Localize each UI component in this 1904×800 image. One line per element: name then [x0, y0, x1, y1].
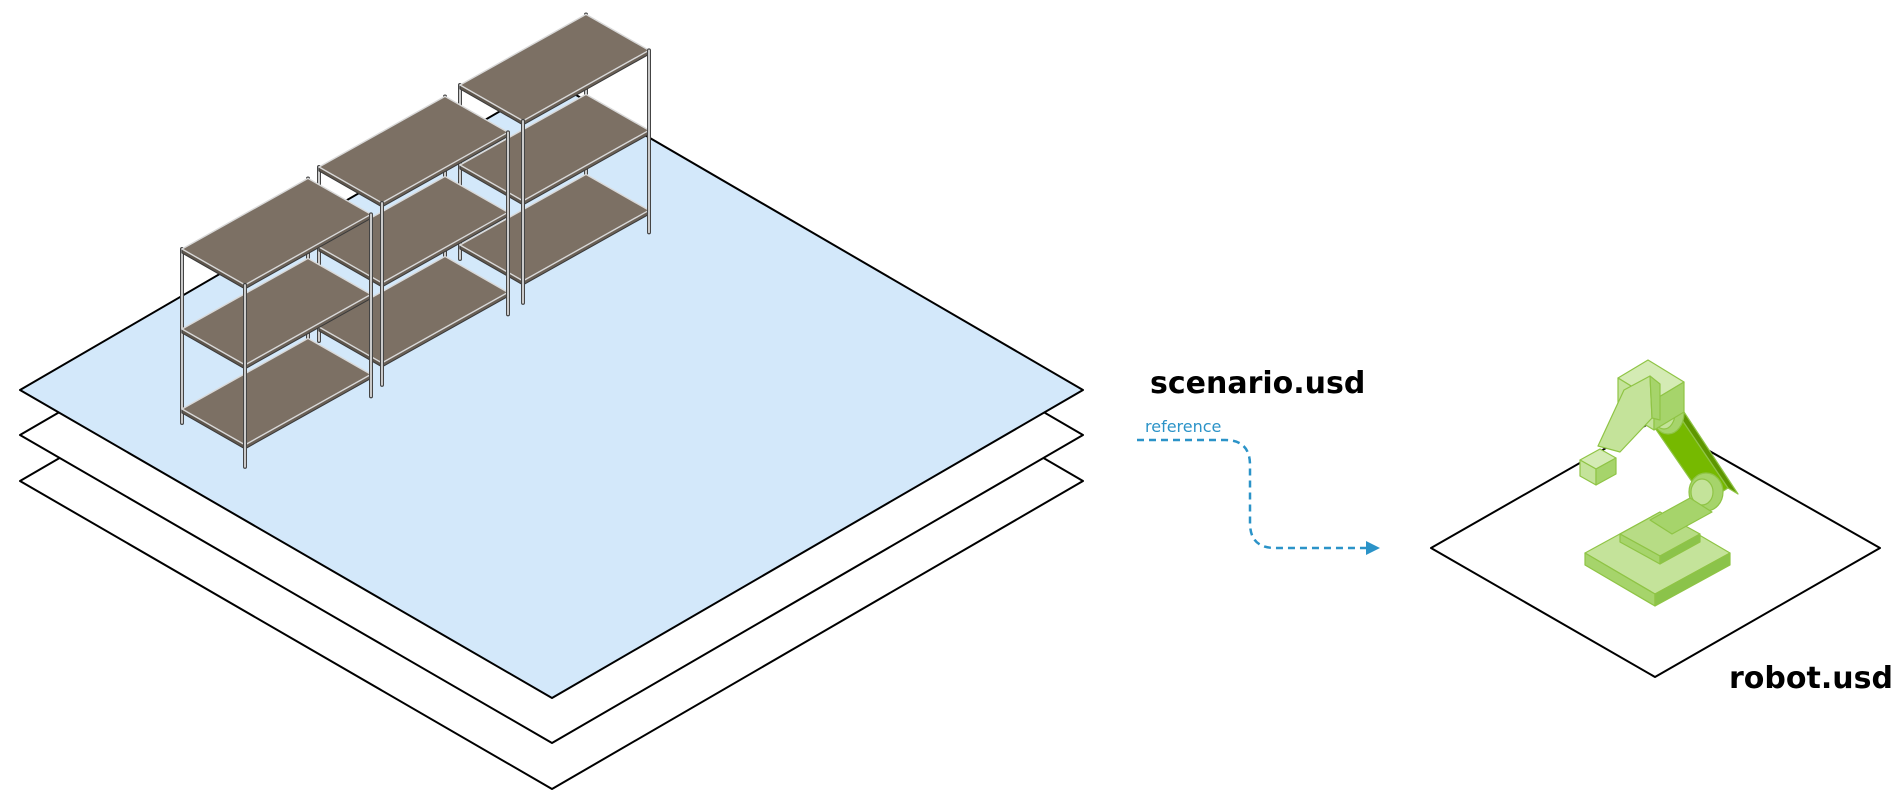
reference-arrowhead-icon [1366, 541, 1380, 555]
robot-usd-label: robot.usd [1729, 661, 1893, 696]
robot-arm-icon [1579, 359, 1739, 607]
reference-arrow-path [1137, 438, 1366, 550]
scenario-usd-label: scenario.usd [1150, 366, 1365, 401]
shelving-units [180, 12, 651, 469]
shelving-unit [317, 94, 510, 387]
reference-arrow: reference [1137, 417, 1380, 555]
reference-label: reference [1145, 417, 1221, 436]
shelving-unit [180, 176, 373, 469]
